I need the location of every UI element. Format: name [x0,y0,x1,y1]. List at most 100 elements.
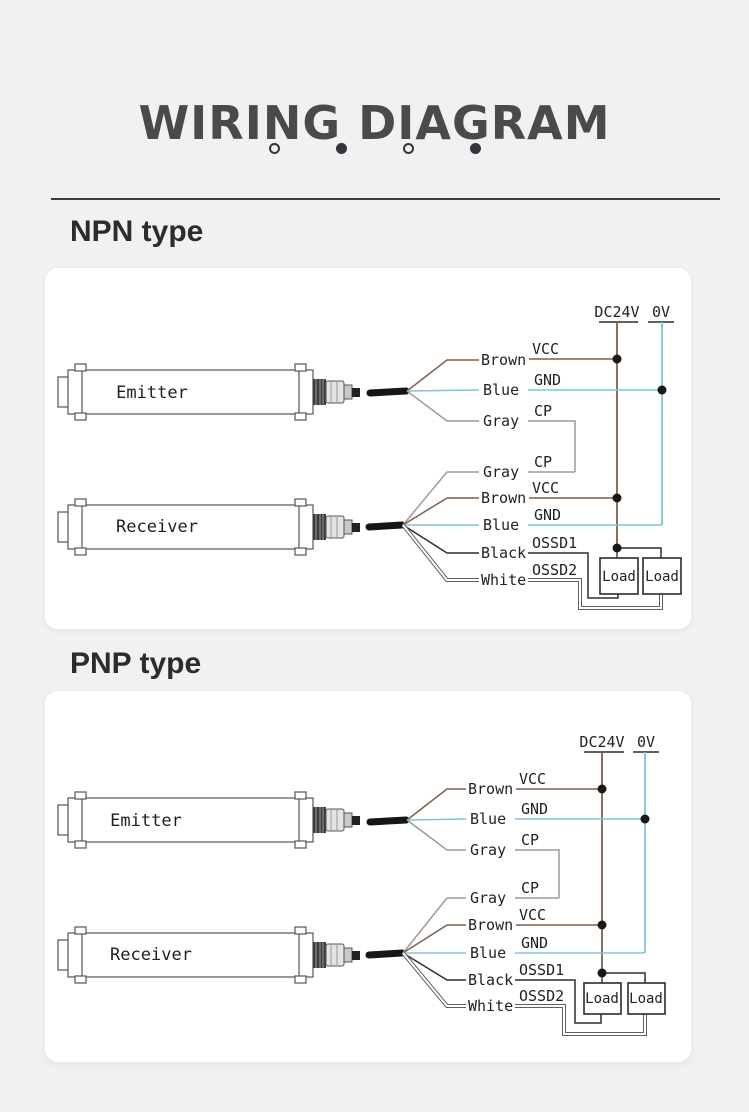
load-label: Load [629,991,663,1007]
npn-junction-dots [612,354,667,553]
dc24v-label: DC24V [579,733,624,751]
load-label: Load [645,569,679,585]
emitter-gray-wire [406,819,560,898]
zero-v-label: 0V [637,733,655,751]
emitter-label: Emitter [116,383,188,403]
npn-section-heading: NPN type [70,215,204,248]
receiver-gray-wire [402,897,559,954]
receiver-blue-label: Blue [483,516,519,534]
pager-dot[interactable] [268,142,280,154]
junction-dot [597,968,607,978]
receiver-vcc-label: VCC [532,479,559,497]
emitter-device-drawing [57,363,361,421]
emitter-cable [366,387,410,397]
receiver-white-wire [401,951,647,1036]
junction-dot [612,493,622,503]
carousel-dots [0,141,749,155]
receiver-ossd1-label: OSSD1 [519,961,564,979]
receiver-label: Receiver [116,517,198,537]
load-label: Load [585,991,619,1007]
npn-receiver-wires: Gray Brown Blue Black White CP VCC GND O… [401,453,663,610]
load-box [642,557,682,595]
junction-dot [597,920,607,930]
emitter-cp-label: CP [521,831,539,849]
emitter-gray-wire [406,390,576,472]
load2-feed-wire [617,547,662,558]
receiver-black-label: Black [468,971,513,989]
dc24v-label: DC24V [594,303,639,321]
receiver-brown-label: Brown [468,916,513,934]
emitter-gray-label: Gray [483,412,519,430]
emitter-label: Emitter [110,811,182,831]
divider-line [51,198,720,200]
receiver-gray-wire [402,471,575,526]
npn-power-rails: DC24V 0V [594,303,674,558]
receiver-cp-label: CP [521,879,539,897]
receiver-ossd2-label: OSSD2 [532,561,577,579]
receiver-gray-label: Gray [470,889,506,907]
zero-v-label: 0V [652,303,670,321]
receiver-vcc-label: VCC [519,906,546,924]
load-label: Load [602,569,636,585]
emitter-blue-wire [406,389,662,392]
npn-emitter-wires: Brown Blue Gray VCC GND CP [406,340,662,472]
emitter-brown-wire [406,788,602,821]
pnp-emitter-wires: Brown Blue Gray VCC GND CP [406,770,645,898]
emitter-vcc-label: VCC [519,770,546,788]
emitter-blue-wire [406,818,645,821]
emitter-gnd-label: GND [521,800,548,818]
load-box [599,557,639,595]
receiver-white-wire [401,523,663,610]
emitter-gray-label: Gray [470,841,506,859]
receiver-black-wire [402,524,619,599]
load-box [583,982,622,1015]
receiver-black-wire [402,952,602,1024]
pnp-loads: Load Load [583,982,666,1015]
npn-loads: Load Load [599,557,682,595]
receiver-gray-label: Gray [483,463,519,481]
junction-dot [657,385,667,395]
receiver-label: Receiver [110,945,192,965]
emitter-gnd-label: GND [534,371,561,389]
receiver-brown-label: Brown [481,489,526,507]
emitter-cp-label: CP [534,402,552,420]
junction-dot [612,354,622,364]
pnp-junction-dots [597,784,650,978]
npn-diagram-card [44,267,692,630]
junction-dot [597,784,607,794]
receiver-blue-label: Blue [470,944,506,962]
emitter-vcc-label: VCC [532,340,559,358]
receiver-brown-wire [402,497,617,526]
pnp-section-heading: PNP type [70,647,202,680]
pnp-receiver-wires: Gray Brown Blue Black White CP VCC GND O… [401,879,647,1036]
receiver-device-drawing [57,926,361,984]
page-title: WIRING DIAGRAM [138,96,611,150]
receiver-white-label: White [481,571,526,589]
receiver-brown-wire [402,924,602,954]
receiver-white-label: White [468,997,513,1015]
pager-dot[interactable] [335,142,347,154]
emitter-blue-label: Blue [483,381,519,399]
emitter-cable [366,816,410,826]
emitter-brown-label: Brown [468,780,513,798]
receiver-cable [365,949,406,959]
receiver-gnd-label: GND [521,934,548,952]
receiver-cable [365,521,406,531]
emitter-blue-label: Blue [470,810,506,828]
receiver-device-drawing [57,498,361,556]
receiver-ossd1-label: OSSD1 [532,534,577,552]
npn-diagram: DC24V 0V Emitter [57,303,682,610]
receiver-black-label: Black [481,544,526,562]
pnp-power-rails: DC24V 0V [579,733,659,983]
emitter-brown-label: Brown [481,351,526,369]
junction-dot [640,814,650,824]
load-box [627,982,666,1015]
junction-dot [612,543,622,553]
pager-dot[interactable] [402,142,414,154]
emitter-device-drawing [57,791,361,849]
receiver-cp-label: CP [534,453,552,471]
pager-dot[interactable] [469,142,481,154]
receiver-ossd2-label: OSSD2 [519,987,564,1005]
